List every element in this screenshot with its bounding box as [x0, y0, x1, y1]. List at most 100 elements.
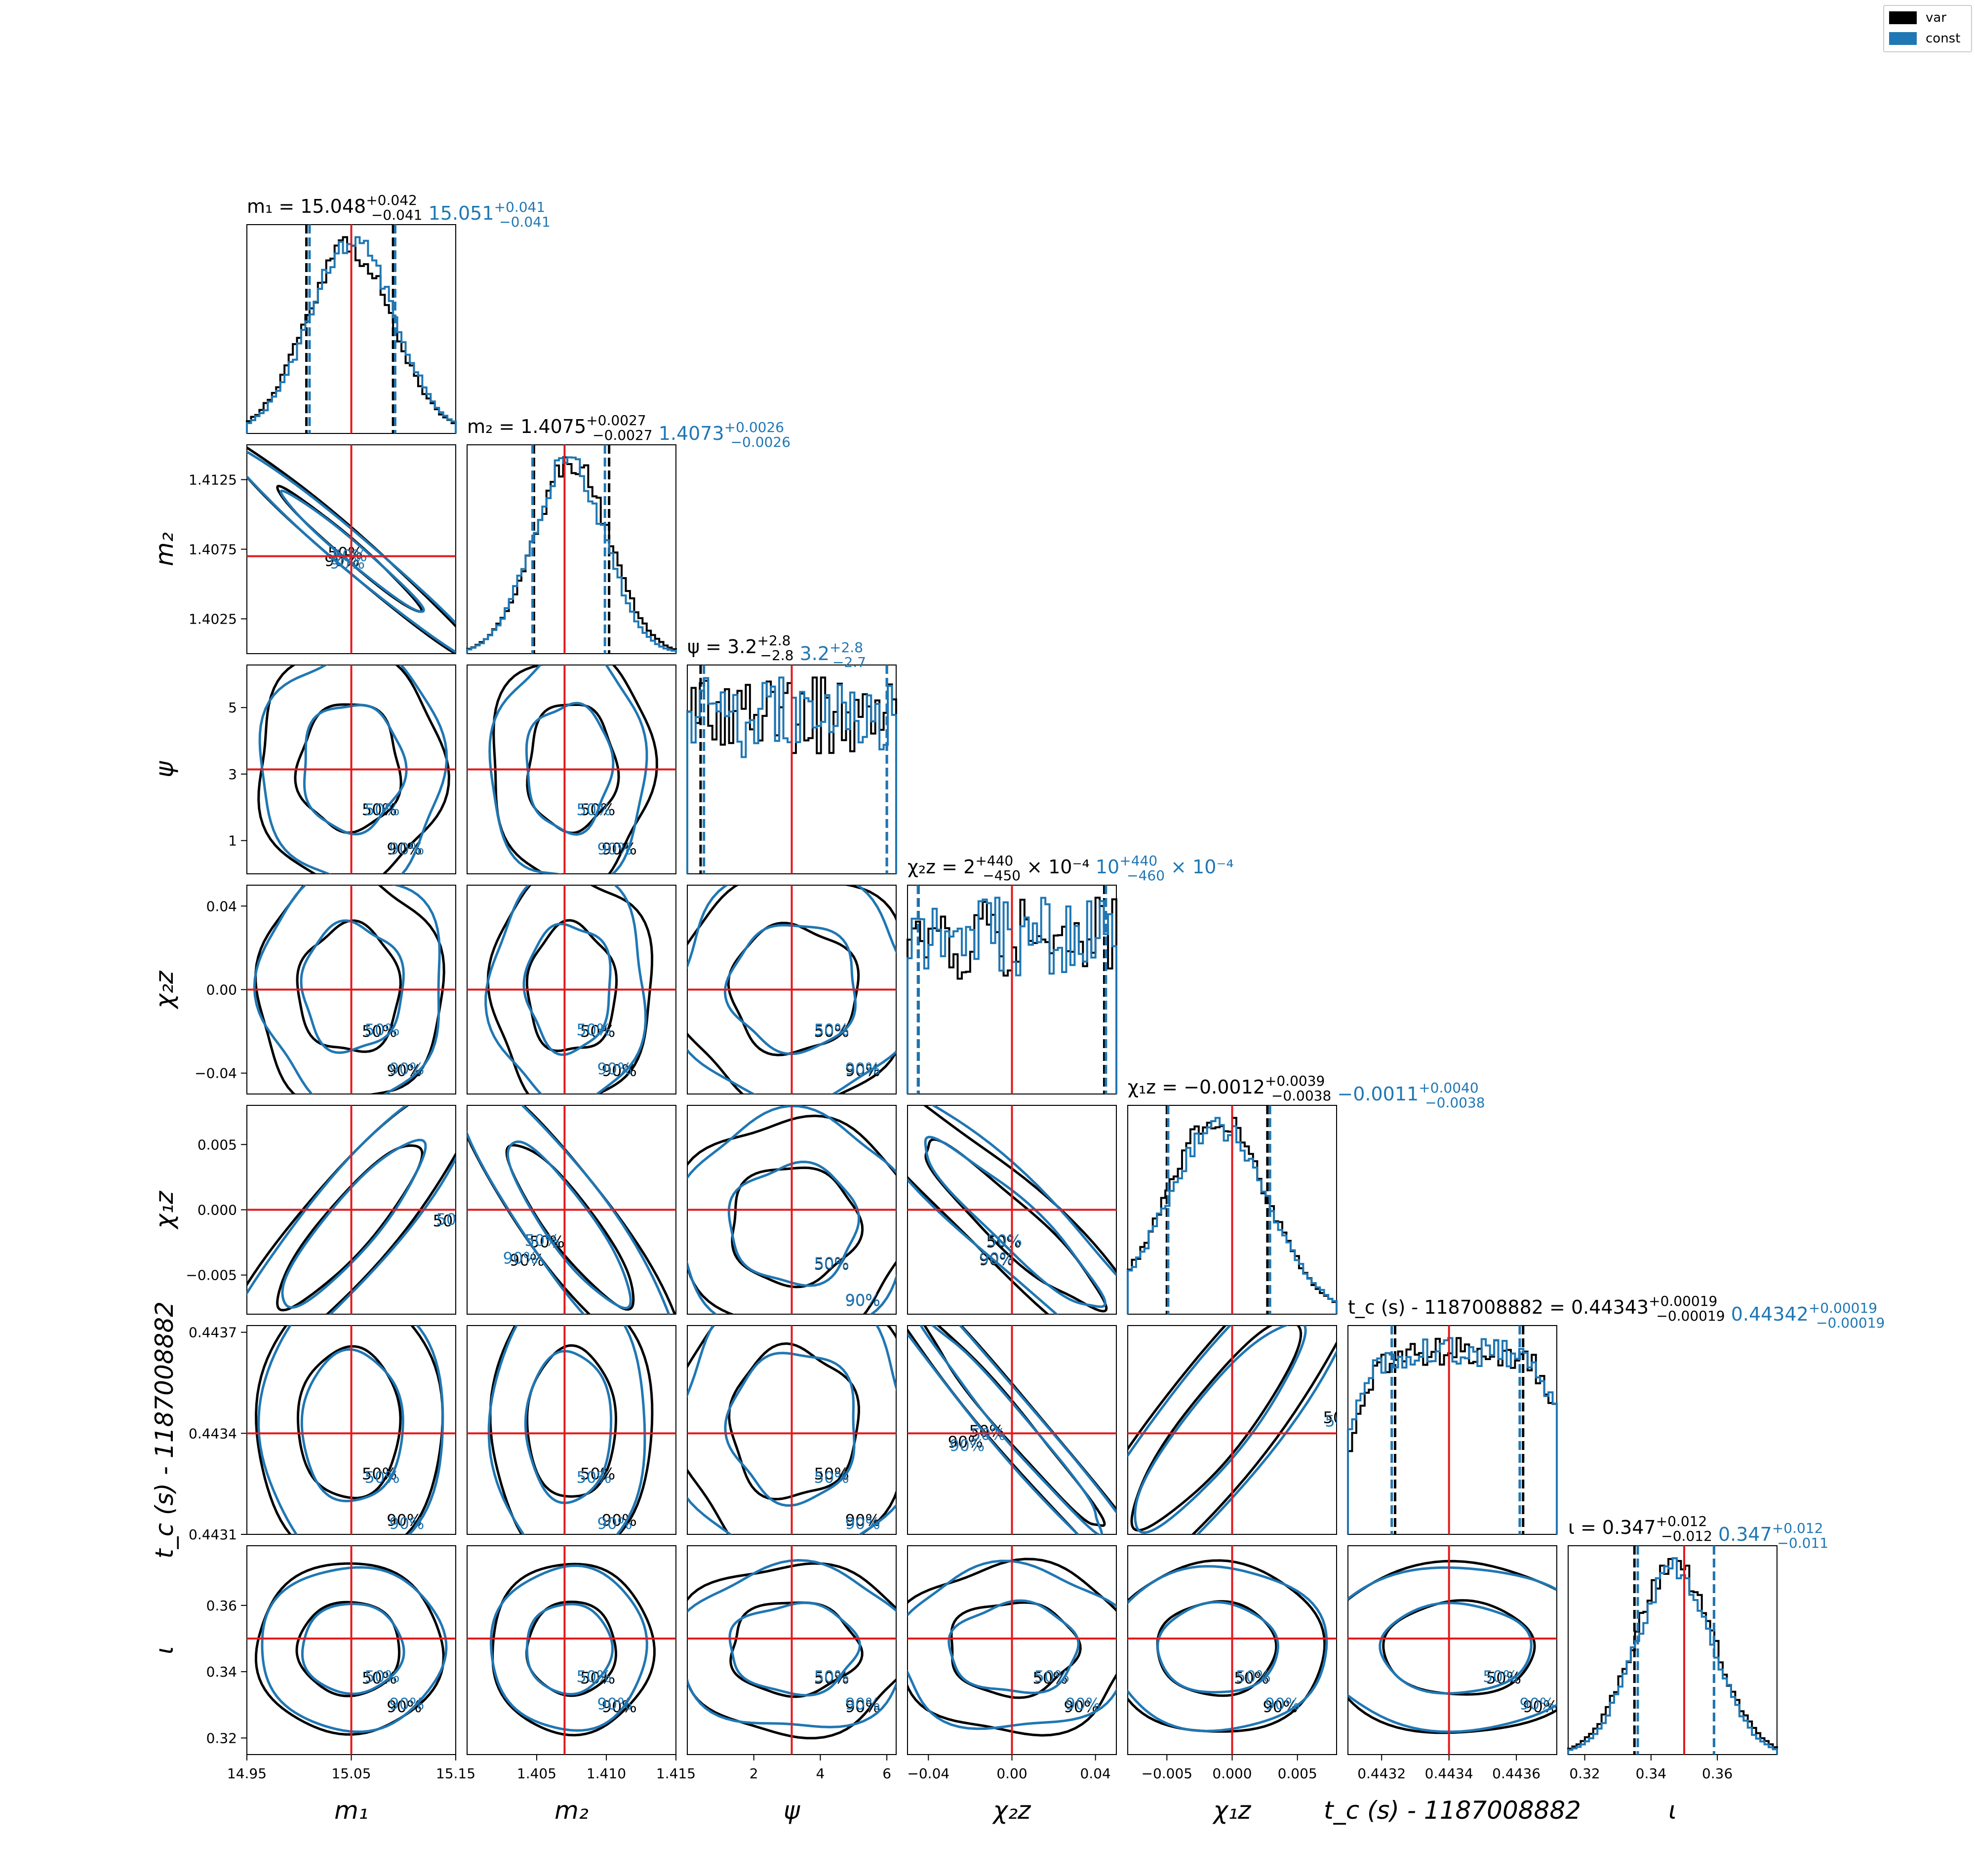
pair-panel-chi_2z-chi_1z: 50%90%50%90%: [907, 1105, 1117, 1315]
legend-label-var: var: [1926, 10, 1947, 25]
title-value: ι = 0.347: [1568, 1517, 1656, 1538]
contour-group: 50%90%50%90%: [687, 1559, 896, 1740]
title-upper-error: +0.0027: [586, 412, 646, 429]
panel-title-m_1: m₁ = 15.048+0.042−0.041 15.051+0.041−0.0…: [247, 192, 551, 230]
x-tick-label-t_c: 0.4436: [1492, 1765, 1540, 1782]
contour-label-const: 90%: [389, 1059, 424, 1078]
contour-90pct-const: [488, 665, 648, 874]
title-value: m₂ = 1.4075: [467, 416, 586, 437]
histogram-panel-t_c: t_c (s) - 1187008882 = 0.44343 +0.00019−0…: [1347, 1293, 1885, 1535]
contour-label-const: 50%: [987, 1231, 1022, 1250]
contour-group: 50%90%50%90%: [488, 665, 658, 874]
pair-panel-chi_2z-t_c: 50%90%50%90%: [907, 1325, 1117, 1535]
y-tick-label-chi_2z: 0.00: [206, 982, 237, 998]
contour-label-const: 90%: [1519, 1695, 1554, 1714]
y-axis-label-chi_2z: χ₂z: [150, 970, 179, 1010]
pair-panel-psi-chi_1z: 50%90%50%90%: [687, 1105, 897, 1315]
contour-50pct-var: [731, 1166, 864, 1289]
title-upper-error: +0.00019: [1809, 1300, 1877, 1316]
x-tick-label-t_c: 0.4434: [1425, 1765, 1473, 1782]
contour-50pct-const: [723, 924, 857, 1055]
title-lower-error: −460: [1127, 867, 1165, 884]
contour-90pct-const: [908, 1326, 1116, 1534]
contour-50pct-const: [281, 1138, 427, 1309]
contour-90pct-var: [255, 1326, 444, 1534]
panel-title-chi_2z: χ₂z = 2+440−450 × 10⁻⁴ 10+440−460 × 10⁻⁴: [908, 853, 1234, 884]
contour-label-var: 90%: [387, 1061, 422, 1080]
contour-90pct-const: [247, 1105, 456, 1314]
y-axis-label-iota: ι: [150, 1646, 179, 1654]
contour-label-const: 50%: [576, 1468, 611, 1487]
x-axis-label-m_1: m₁: [334, 1796, 368, 1825]
title-upper-error: +0.012: [1656, 1513, 1707, 1529]
title-upper-error: +440: [1119, 853, 1157, 869]
contour-90pct-const: [908, 1560, 1116, 1730]
y-tick-label-chi_1z: 0.005: [198, 1136, 237, 1153]
contour-50pct-const: [727, 1160, 861, 1287]
contour-label-const: 50%: [814, 1468, 849, 1487]
contour-label-var: 90%: [387, 1697, 422, 1716]
contour-label-const: 90%: [389, 1695, 424, 1714]
contour-group: 50%90%50%90%: [908, 1326, 1116, 1534]
contour-label-const: 50%: [364, 1468, 399, 1487]
contour-90pct-var: [467, 1105, 676, 1314]
contour-label-var: 50%: [433, 1212, 468, 1230]
panel-frame: [467, 1545, 676, 1755]
y-tick-label-chi_1z: 0.000: [198, 1202, 237, 1218]
contour-label-const: 90%: [845, 1059, 880, 1078]
y-tick-label-chi_2z: −0.04: [195, 1065, 237, 1082]
x-tick-label-m_1: 14.95: [227, 1765, 267, 1782]
x-tick-label-chi_1z: 0.005: [1278, 1765, 1317, 1782]
x-axis-label-psi: ψ: [784, 1796, 800, 1825]
pair-panel-chi_1z-t_c: 50%90%50%90%: [1127, 1325, 1360, 1535]
legend-item-const: const: [1889, 29, 1960, 48]
contour-90pct-var: [687, 885, 896, 1094]
title-lower-error: −0.041: [371, 207, 423, 223]
y-tick-label-psi: 3: [228, 766, 237, 782]
contour-50pct-const: [522, 922, 612, 1056]
x-tick-label-iota: 0.36: [1702, 1765, 1733, 1782]
y-tick-label-iota: 0.34: [206, 1664, 237, 1680]
y-tick-label-chi_1z: −0.005: [186, 1267, 237, 1284]
y-axis-label-chi_1z: χ₁z: [150, 1190, 179, 1230]
title-value: 1.4073: [659, 423, 724, 444]
contour-group: 50%90%50%90%: [257, 665, 450, 874]
contour-90pct-var: [908, 1558, 1116, 1737]
contour-label-var: 50%: [814, 1465, 849, 1484]
contour-label-const: 50%: [576, 1020, 611, 1039]
contour-50pct-const: [279, 489, 425, 613]
contour-label-const: 50%: [576, 1667, 611, 1686]
title-lower-error: −0.00019: [1816, 1315, 1885, 1331]
pair-panel-m_2-chi_1z: 50%90%50%90%: [467, 1105, 676, 1315]
contour-label-const: 90%: [845, 1514, 880, 1533]
contour-label-const: 90%: [597, 1695, 632, 1714]
contour-50pct-const: [1379, 1602, 1533, 1695]
pair-panel-m_2-psi: 50%90%50%90%: [467, 664, 676, 874]
contour-50pct-const: [524, 1350, 613, 1504]
contour-label-const: 50%: [1325, 1412, 1360, 1431]
contour-group: 50%90%50%90%: [467, 1105, 676, 1314]
x-tick-label-chi_1z: −0.005: [1142, 1765, 1193, 1782]
histogram-panel-iota: ι = 0.347+0.012−0.012 0.347+0.012−0.011: [1567, 1513, 1828, 1755]
contour-90pct-var: [492, 665, 658, 874]
title-upper-error: +0.042: [366, 192, 417, 208]
contour-label-const: 90%: [389, 1514, 424, 1533]
legend-label-const: const: [1926, 31, 1961, 46]
pair-panel-m_1-iota: 50%90%50%90%: [246, 1545, 456, 1755]
title-gap: [1725, 1303, 1731, 1325]
contour-group: 50%90%50%90%: [908, 1558, 1116, 1737]
title-lower-error: −0.012: [1661, 1528, 1712, 1544]
title-upper-error: +440: [975, 853, 1013, 869]
title-value: t_c (s) - 1187008882 = 0.44343: [1348, 1296, 1649, 1318]
contour-label-const: 50%: [814, 1020, 849, 1039]
title-upper-error: +0.0026: [724, 419, 784, 435]
y-axis-label-m_2: m₂: [150, 532, 179, 566]
contour-90pct-const: [687, 1559, 896, 1728]
title-gap: [794, 643, 800, 664]
contour-90pct-const: [1128, 1565, 1328, 1732]
contour-label-const: 90%: [979, 1249, 1014, 1268]
contour-90pct-const: [247, 450, 456, 654]
panel-title-m_2: m₂ = 1.4075+0.0027−0.0027 1.4073+0.0026−…: [467, 412, 790, 450]
legend-item-var: var: [1889, 8, 1946, 28]
